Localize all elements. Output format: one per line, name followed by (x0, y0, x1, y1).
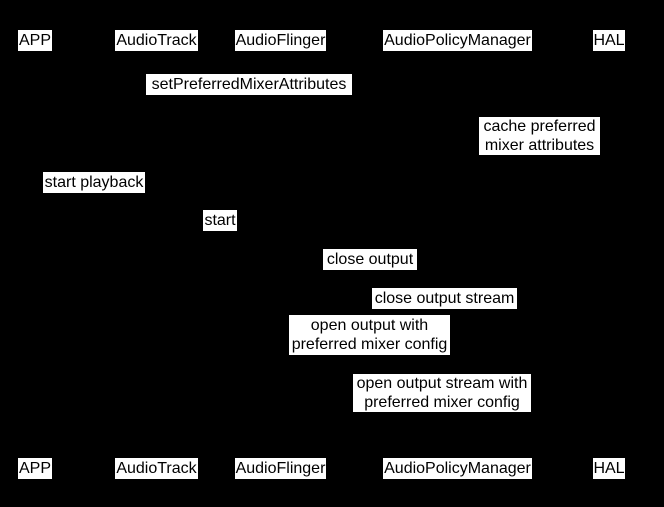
participant-hal-bottom: HAL (593, 458, 625, 479)
message-line: open output with (310, 317, 429, 334)
participant-app-top: APP (18, 30, 52, 51)
participant-audiotrack-top: AudioTrack (115, 30, 198, 51)
message-line: open output stream with (356, 375, 528, 392)
participant-audiopolicymanager-bottom: AudioPolicyManager (383, 458, 532, 479)
message-start: start (203, 210, 237, 231)
message-open-output-stream-with-preferred-mixer-config: open output stream with preferred mixer … (353, 374, 531, 412)
message-line: mixer attributes (484, 137, 595, 154)
message-line: preferred mixer config (291, 336, 448, 353)
participant-audiopolicymanager-top: AudioPolicyManager (383, 30, 532, 51)
participant-audiotrack-bottom: AudioTrack (115, 458, 198, 479)
participant-audioflinger-bottom: AudioFlinger (235, 458, 326, 479)
message-set-preferred-mixer-attributes: setPreferredMixerAttributes (146, 74, 352, 95)
message-start-playback: start playback (43, 172, 145, 193)
message-cache-preferred-mixer-attributes: cache preferred mixer attributes (479, 117, 600, 155)
participant-hal-top: HAL (593, 30, 625, 51)
message-close-output: close output (323, 249, 417, 270)
message-line: cache preferred (483, 118, 596, 135)
message-close-output-stream: close output stream (372, 288, 517, 309)
participant-app-bottom: APP (18, 458, 52, 479)
participant-audioflinger-top: AudioFlinger (235, 30, 326, 51)
message-line: preferred mixer config (364, 394, 520, 411)
message-open-output-with-preferred-mixer-config: open output with preferred mixer config (289, 315, 450, 355)
